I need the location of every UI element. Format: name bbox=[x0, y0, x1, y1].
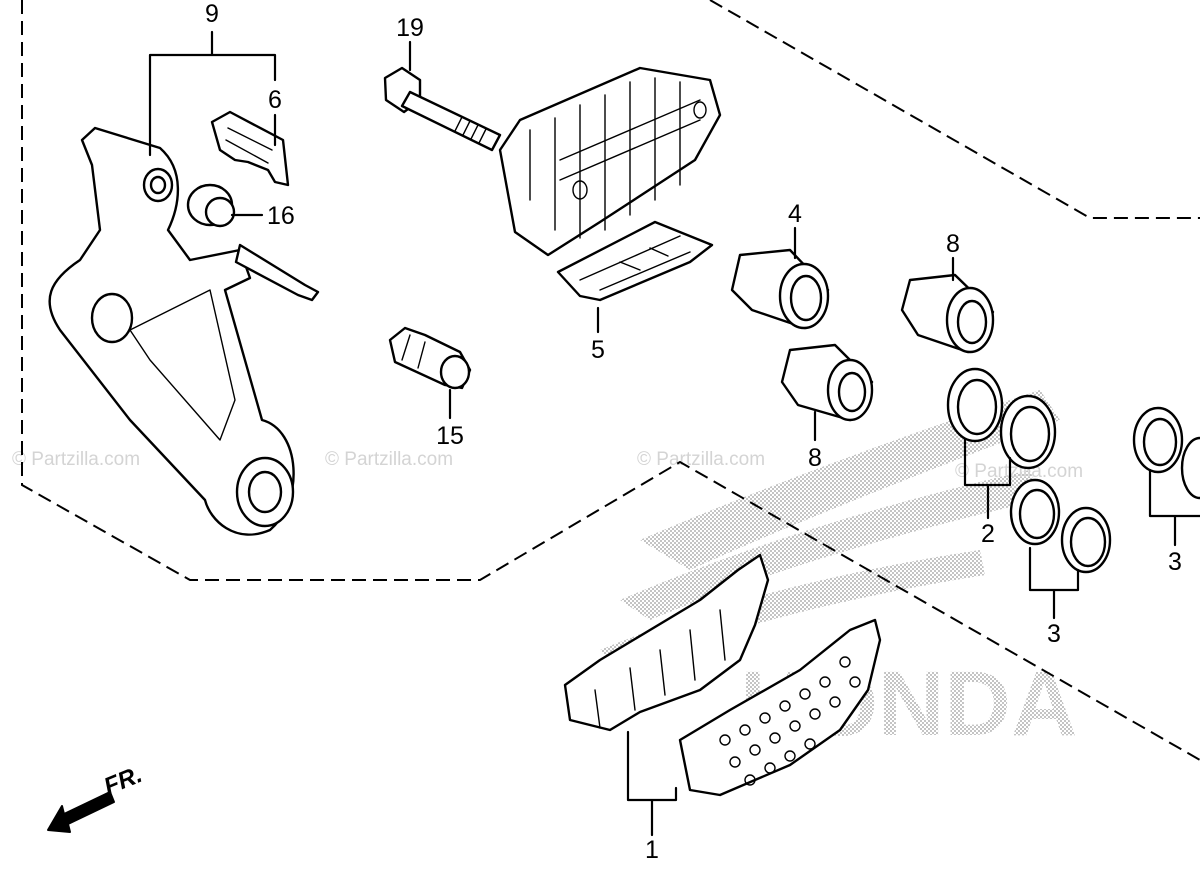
front-direction-arrow bbox=[47, 791, 115, 833]
caliper-bracket-9 bbox=[48, 126, 320, 536]
callout-3-right: 3 bbox=[1168, 548, 1182, 576]
leader-lines bbox=[148, 30, 1200, 837]
callout-15: 15 bbox=[436, 422, 464, 450]
caliper-body bbox=[498, 66, 722, 257]
seal-rings-3-lower bbox=[1009, 478, 1112, 574]
slide-pin-15 bbox=[388, 326, 472, 390]
front-direction-label: FR. bbox=[100, 761, 146, 801]
callout-4: 4 bbox=[788, 200, 802, 228]
callout-9: 9 bbox=[205, 0, 219, 28]
pad-friction-dots bbox=[719, 656, 861, 786]
watermark-4: © Partzilla.com bbox=[955, 461, 1083, 482]
bracket-group-boundary bbox=[21, 0, 1200, 761]
retainer-clip-6 bbox=[210, 110, 290, 187]
caliper-group-boundary bbox=[709, 0, 1200, 219]
piston-4 bbox=[730, 248, 830, 330]
callout-5: 5 bbox=[591, 336, 605, 364]
brake-pad-right bbox=[678, 618, 882, 797]
callout-3-lower: 3 bbox=[1047, 620, 1061, 648]
piston-8-lower bbox=[780, 343, 874, 422]
watermark-1: © Partzilla.com bbox=[12, 449, 140, 470]
callout-2: 2 bbox=[981, 520, 995, 548]
pad-spring-5 bbox=[556, 220, 714, 302]
callout-6: 6 bbox=[268, 86, 282, 114]
brake-pad-left bbox=[563, 553, 770, 732]
watermark-2: © Partzilla.com bbox=[325, 449, 453, 470]
watermark-3: © Partzilla.com bbox=[637, 449, 765, 470]
callout-8-upper: 8 bbox=[946, 230, 960, 258]
pin-bolt-19 bbox=[383, 66, 502, 152]
callout-16: 16 bbox=[267, 202, 295, 230]
callout-19: 19 bbox=[396, 14, 424, 42]
callout-1: 1 bbox=[645, 836, 659, 864]
piston-8-upper bbox=[900, 273, 995, 354]
rubber-boot-16 bbox=[186, 183, 236, 228]
seal-rings-3-right bbox=[1132, 406, 1200, 500]
callout-8-lower: 8 bbox=[808, 444, 822, 472]
seal-rings-2 bbox=[946, 367, 1057, 470]
